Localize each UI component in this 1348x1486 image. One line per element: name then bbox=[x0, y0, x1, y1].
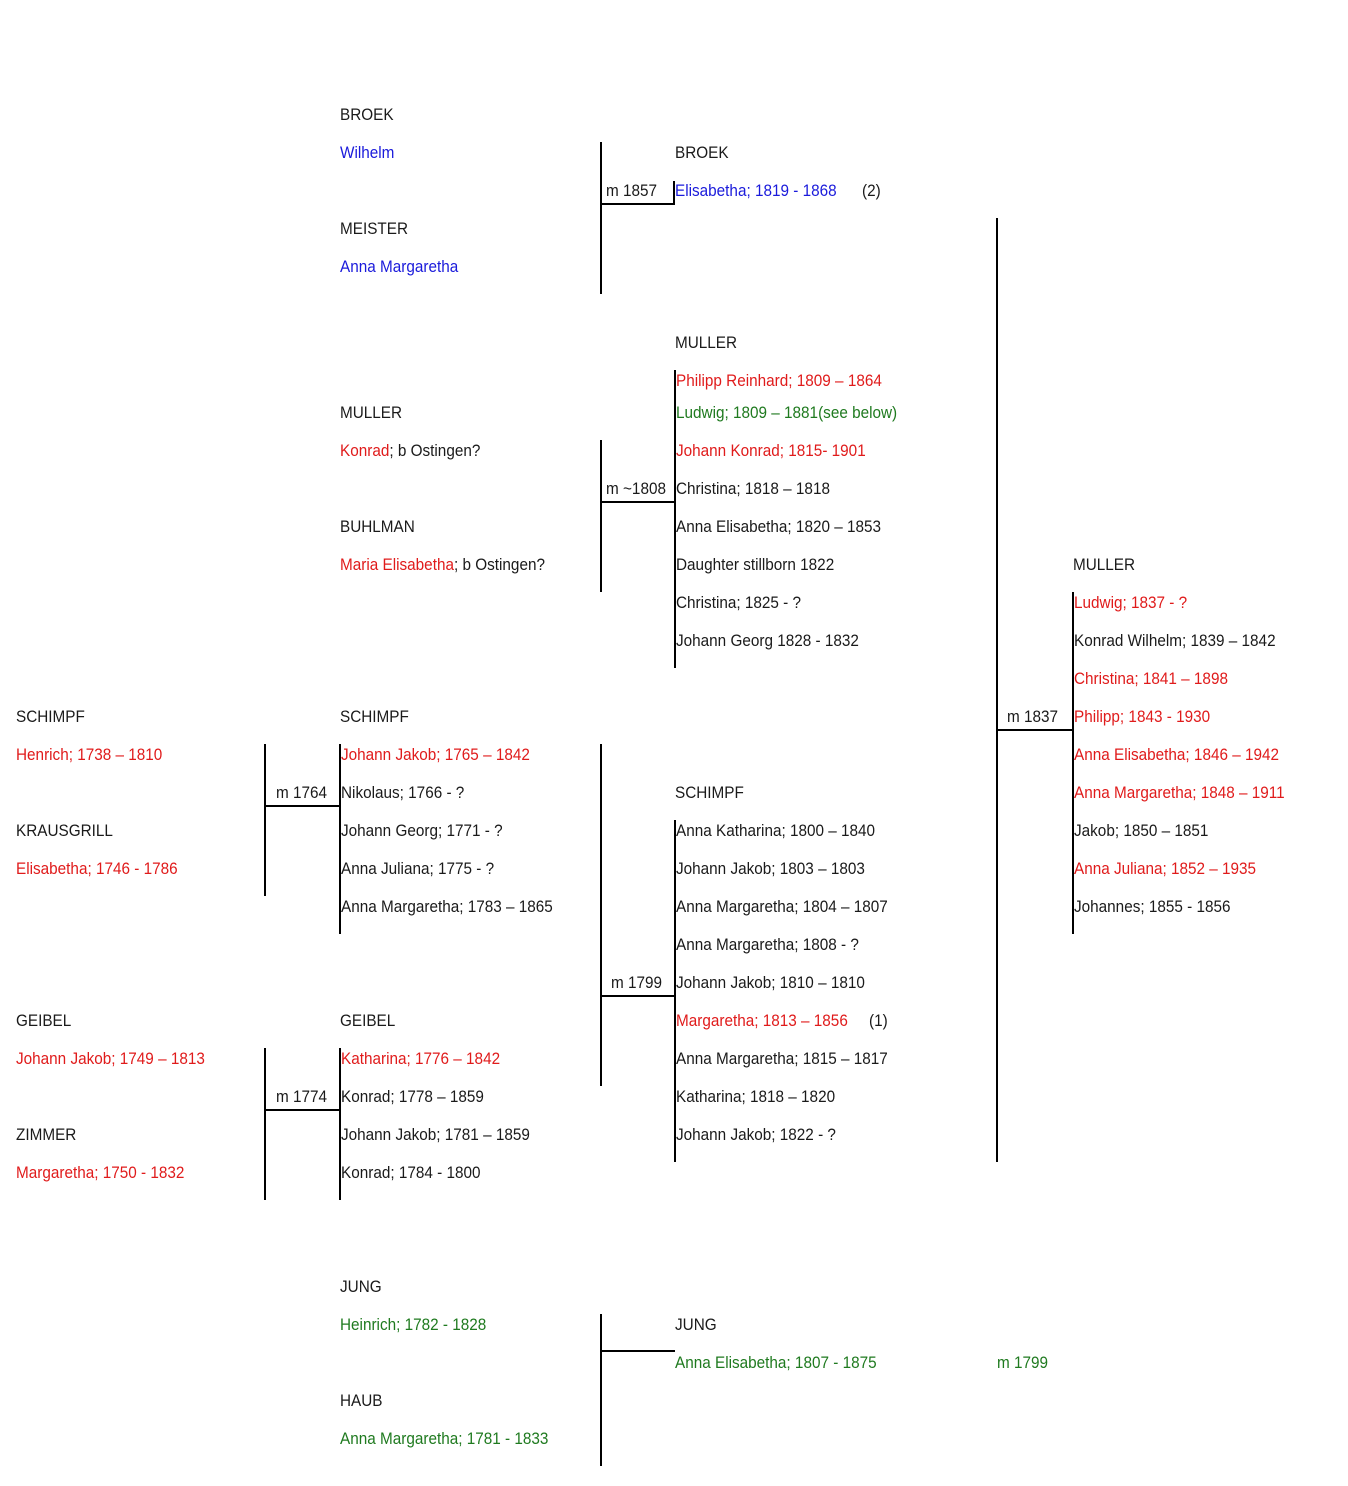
geibel-grandfather-name: Johann Jakob; 1749 – 1813 bbox=[16, 1049, 205, 1068]
broek-child-connector bbox=[673, 181, 675, 205]
schimpf-child: Johann Jakob; 1765 – 1842 bbox=[341, 745, 530, 764]
muller-final-child: Anna Margaretha; 1848 – 1911 bbox=[1074, 783, 1285, 802]
muller-child: Anna Elisabetha; 1820 – 1853 bbox=[676, 517, 882, 536]
schimpf-grandparents-bracket bbox=[264, 744, 266, 896]
broek-marriage-link bbox=[600, 203, 675, 205]
schimpf-grandparents-link bbox=[264, 805, 340, 807]
schimpf-next-child: Anna Margaretha; 1808 - ? bbox=[676, 935, 859, 954]
muller-final-child: Johannes; 1855 - 1856 bbox=[1074, 897, 1231, 916]
geibel-child: Katharina; 1776 – 1842 bbox=[341, 1049, 501, 1068]
schimpf-child: Anna Juliana; 1775 - ? bbox=[341, 859, 495, 878]
muller-1837-bracket bbox=[996, 218, 998, 1162]
zimmer-grandmother-surname: ZIMMER bbox=[16, 1125, 77, 1144]
schimpf-child: Anna Margaretha; 1783 – 1865 bbox=[341, 897, 553, 916]
muller-final-surname: MULLER bbox=[1073, 555, 1136, 574]
schimpf-child: Johann Georg; 1771 - ? bbox=[341, 821, 503, 840]
zimmer-grandmother-name: Margaretha; 1750 - 1832 bbox=[16, 1163, 185, 1182]
schimpf-children-bracket bbox=[339, 744, 341, 934]
schimpf-next-child: Anna Katharina; 1800 – 1840 bbox=[676, 821, 876, 840]
geibel-children-surname: GEIBEL bbox=[340, 1011, 396, 1030]
broek-marriage-bracket bbox=[600, 142, 602, 294]
muller-1837-marriage: m 1837 bbox=[1007, 707, 1059, 726]
broek-child-surname: BROEK bbox=[675, 143, 729, 162]
meister-mother-surname: MEISTER bbox=[340, 219, 409, 238]
schimpf-next-surname: SCHIMPF bbox=[675, 783, 744, 802]
muller-final-child: Konrad Wilhelm; 1839 – 1842 bbox=[1074, 631, 1276, 650]
broek-father-surname: BROEK bbox=[340, 105, 394, 124]
geibel-child: Johann Jakob; 1781 – 1859 bbox=[341, 1125, 530, 1144]
muller-1837-link bbox=[996, 729, 1073, 731]
muller-final-bracket bbox=[1072, 592, 1074, 934]
broek-child-note: (2) bbox=[862, 181, 881, 200]
schimpf-next-child: Johann Jakob; 1803 – 1803 bbox=[676, 859, 865, 878]
krausgrill-grandmother-name: Elisabetha; 1746 - 1786 bbox=[16, 859, 178, 878]
schimpf-1799-bracket bbox=[600, 744, 602, 1086]
geibel-grandparents-link bbox=[264, 1109, 340, 1111]
jung-child-name: Anna Elisabetha; 1807 - 1875 bbox=[675, 1353, 877, 1372]
muller-children-bracket bbox=[674, 370, 676, 668]
haub-mother-surname: HAUB bbox=[340, 1391, 383, 1410]
jung-marriage-label: m 1799 bbox=[997, 1353, 1049, 1372]
muller-father-name: Konrad bbox=[340, 441, 390, 460]
muller-marriage-bracket bbox=[600, 440, 602, 592]
margaretha-note: (1) bbox=[869, 1011, 888, 1030]
schimpf-children-surname: SCHIMPF bbox=[340, 707, 409, 726]
muller-final-child: Philipp; 1843 - 1930 bbox=[1074, 707, 1211, 726]
muller-children-surname: MULLER bbox=[675, 333, 738, 352]
schimpf-1799-marriage: m 1799 bbox=[611, 973, 663, 992]
schimpf-next-bracket bbox=[674, 820, 676, 1162]
muller-child: Christina; 1818 – 1818 bbox=[676, 479, 830, 498]
schimpf-next-child: Anna Margaretha; 1815 – 1817 bbox=[676, 1049, 888, 1068]
geibel-child: Konrad; 1778 – 1859 bbox=[341, 1087, 484, 1106]
krausgrill-grandmother-surname: KRAUSGRILL bbox=[16, 821, 113, 840]
muller-final-child: Ludwig; 1837 - ? bbox=[1074, 593, 1188, 612]
schimpf-grandfather-surname: SCHIMPF bbox=[16, 707, 85, 726]
schimpf-next-child: Katharina; 1818 – 1820 bbox=[676, 1087, 836, 1106]
jung-father-name: Heinrich; 1782 - 1828 bbox=[340, 1315, 487, 1334]
muller-child: Ludwig; 1809 – 1881(see below) bbox=[676, 403, 898, 422]
muller-father-surname: MULLER bbox=[340, 403, 403, 422]
broek-marriage-label: m 1857 bbox=[606, 181, 658, 200]
jung-father-surname: JUNG bbox=[340, 1277, 382, 1296]
schimpf-next-child: Margaretha; 1813 – 1856 bbox=[676, 1011, 848, 1030]
schimpf-1799-link bbox=[600, 995, 675, 997]
haub-mother-name: Anna Margaretha; 1781 - 1833 bbox=[340, 1429, 549, 1448]
schimpf-next-child: Johann Jakob; 1822 - ? bbox=[676, 1125, 836, 1144]
meister-mother-name: Anna Margaretha bbox=[340, 257, 459, 276]
broek-father-name: Wilhelm bbox=[340, 143, 395, 162]
muller-father-note: ; b Ostingen? bbox=[389, 441, 481, 460]
broek-child-name: Elisabetha; 1819 - 1868 bbox=[675, 181, 837, 200]
muller-marriage-label: m ~1808 bbox=[606, 479, 666, 498]
buhlman-mother-note: ; b Ostingen? bbox=[453, 555, 545, 574]
muller-child: Daughter stillborn 1822 bbox=[676, 555, 835, 574]
muller-child: Philipp Reinhard; 1809 – 1864 bbox=[676, 371, 882, 390]
geibel-child: Konrad; 1784 - 1800 bbox=[341, 1163, 481, 1182]
muller-child: Johann Konrad; 1815- 1901 bbox=[676, 441, 866, 460]
buhlman-mother-line: Maria Elisabetha; b Ostingen? bbox=[340, 555, 545, 575]
muller-final-child: Anna Elisabetha; 1846 – 1942 bbox=[1074, 745, 1280, 764]
muller-father-line: Konrad; b Ostingen? bbox=[340, 441, 480, 461]
geibel-grandfather-surname: GEIBEL bbox=[16, 1011, 72, 1030]
geibel-grandparents-marriage: m 1774 bbox=[276, 1087, 328, 1106]
muller-child: Johann Georg 1828 - 1832 bbox=[676, 631, 859, 650]
muller-final-child: Jakob; 1850 – 1851 bbox=[1074, 821, 1209, 840]
muller-child: Christina; 1825 - ? bbox=[676, 593, 802, 612]
jung-child-surname: JUNG bbox=[675, 1315, 717, 1334]
schimpf-child: Nikolaus; 1766 - ? bbox=[341, 783, 465, 802]
jung-marriage-link bbox=[600, 1350, 675, 1352]
schimpf-grandparents-marriage: m 1764 bbox=[276, 783, 328, 802]
muller-marriage-link bbox=[600, 501, 675, 503]
buhlman-mother-name: Maria Elisabetha bbox=[340, 555, 454, 574]
buhlman-mother-surname: BUHLMAN bbox=[340, 517, 415, 536]
schimpf-grandfather-name: Henrich; 1738 – 1810 bbox=[16, 745, 163, 764]
muller-final-child: Christina; 1841 – 1898 bbox=[1074, 669, 1228, 688]
schimpf-next-child: Anna Margaretha; 1804 – 1807 bbox=[676, 897, 888, 916]
muller-final-child: Anna Juliana; 1852 – 1935 bbox=[1074, 859, 1257, 878]
jung-marriage-bracket bbox=[600, 1314, 602, 1466]
geibel-children-bracket bbox=[339, 1048, 341, 1200]
schimpf-next-child: Johann Jakob; 1810 – 1810 bbox=[676, 973, 865, 992]
geibel-grandparents-bracket bbox=[264, 1048, 266, 1200]
